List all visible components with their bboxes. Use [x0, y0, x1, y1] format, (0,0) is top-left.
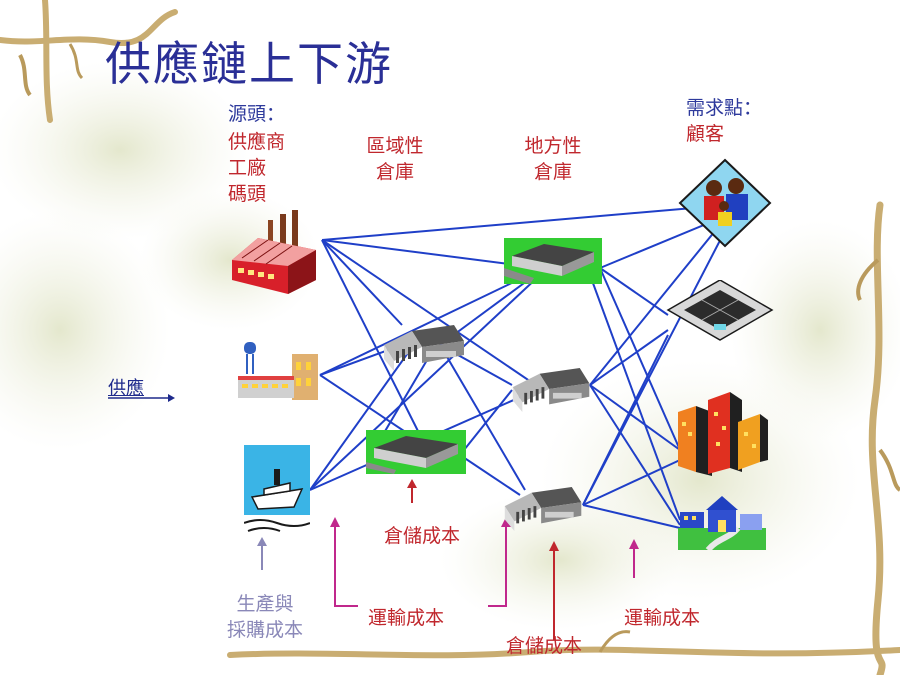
factory-icon — [232, 210, 316, 294]
storage-cost-label-b: 倉儲成本 — [506, 635, 583, 657]
regional-warehouse-label-1: 區域性 — [366, 135, 424, 157]
demand-heading: 需求點： — [686, 97, 763, 119]
source-port: 碼頭 — [228, 183, 267, 205]
houses-icon — [678, 496, 766, 550]
regional-warehouse-label-2: 倉庫 — [375, 161, 414, 183]
warehouse-icon-2 — [512, 368, 590, 412]
local-warehouse-label-1: 地方性 — [524, 135, 582, 157]
family-icon — [678, 158, 772, 248]
warehouse-icon — [384, 325, 464, 371]
production-cost-label-1: 生產與 — [236, 593, 294, 615]
source-heading: 源頭： — [228, 103, 286, 125]
transport-cost-label-b: 運輸成本 — [624, 607, 701, 629]
warehouse-icon-3 — [504, 487, 582, 531]
local-warehouse-label-2: 倉庫 — [533, 161, 572, 183]
supply-label: 供應 — [108, 378, 144, 399]
transport-bracket-right — [488, 526, 507, 607]
warehouse-aerial-icon — [366, 430, 466, 474]
source-suppliers: 供應商 — [228, 131, 286, 153]
production-cost-label-2: 採購成本 — [226, 619, 303, 641]
transport-bracket-left — [334, 526, 358, 607]
source-factory: 工廠 — [228, 157, 267, 179]
page-title: 供應鏈上下游 — [105, 37, 393, 91]
ship-icon — [244, 445, 310, 532]
city-buildings-icon — [678, 392, 768, 476]
mall-icon — [666, 280, 774, 341]
water-tower-factory-icon — [238, 342, 318, 400]
transport-cost-label-a: 運輸成本 — [368, 607, 445, 629]
storage-cost-label-a: 倉儲成本 — [384, 525, 461, 547]
demand-customers: 顧客 — [686, 123, 725, 145]
warehouse-aerial-icon-2 — [504, 238, 602, 284]
